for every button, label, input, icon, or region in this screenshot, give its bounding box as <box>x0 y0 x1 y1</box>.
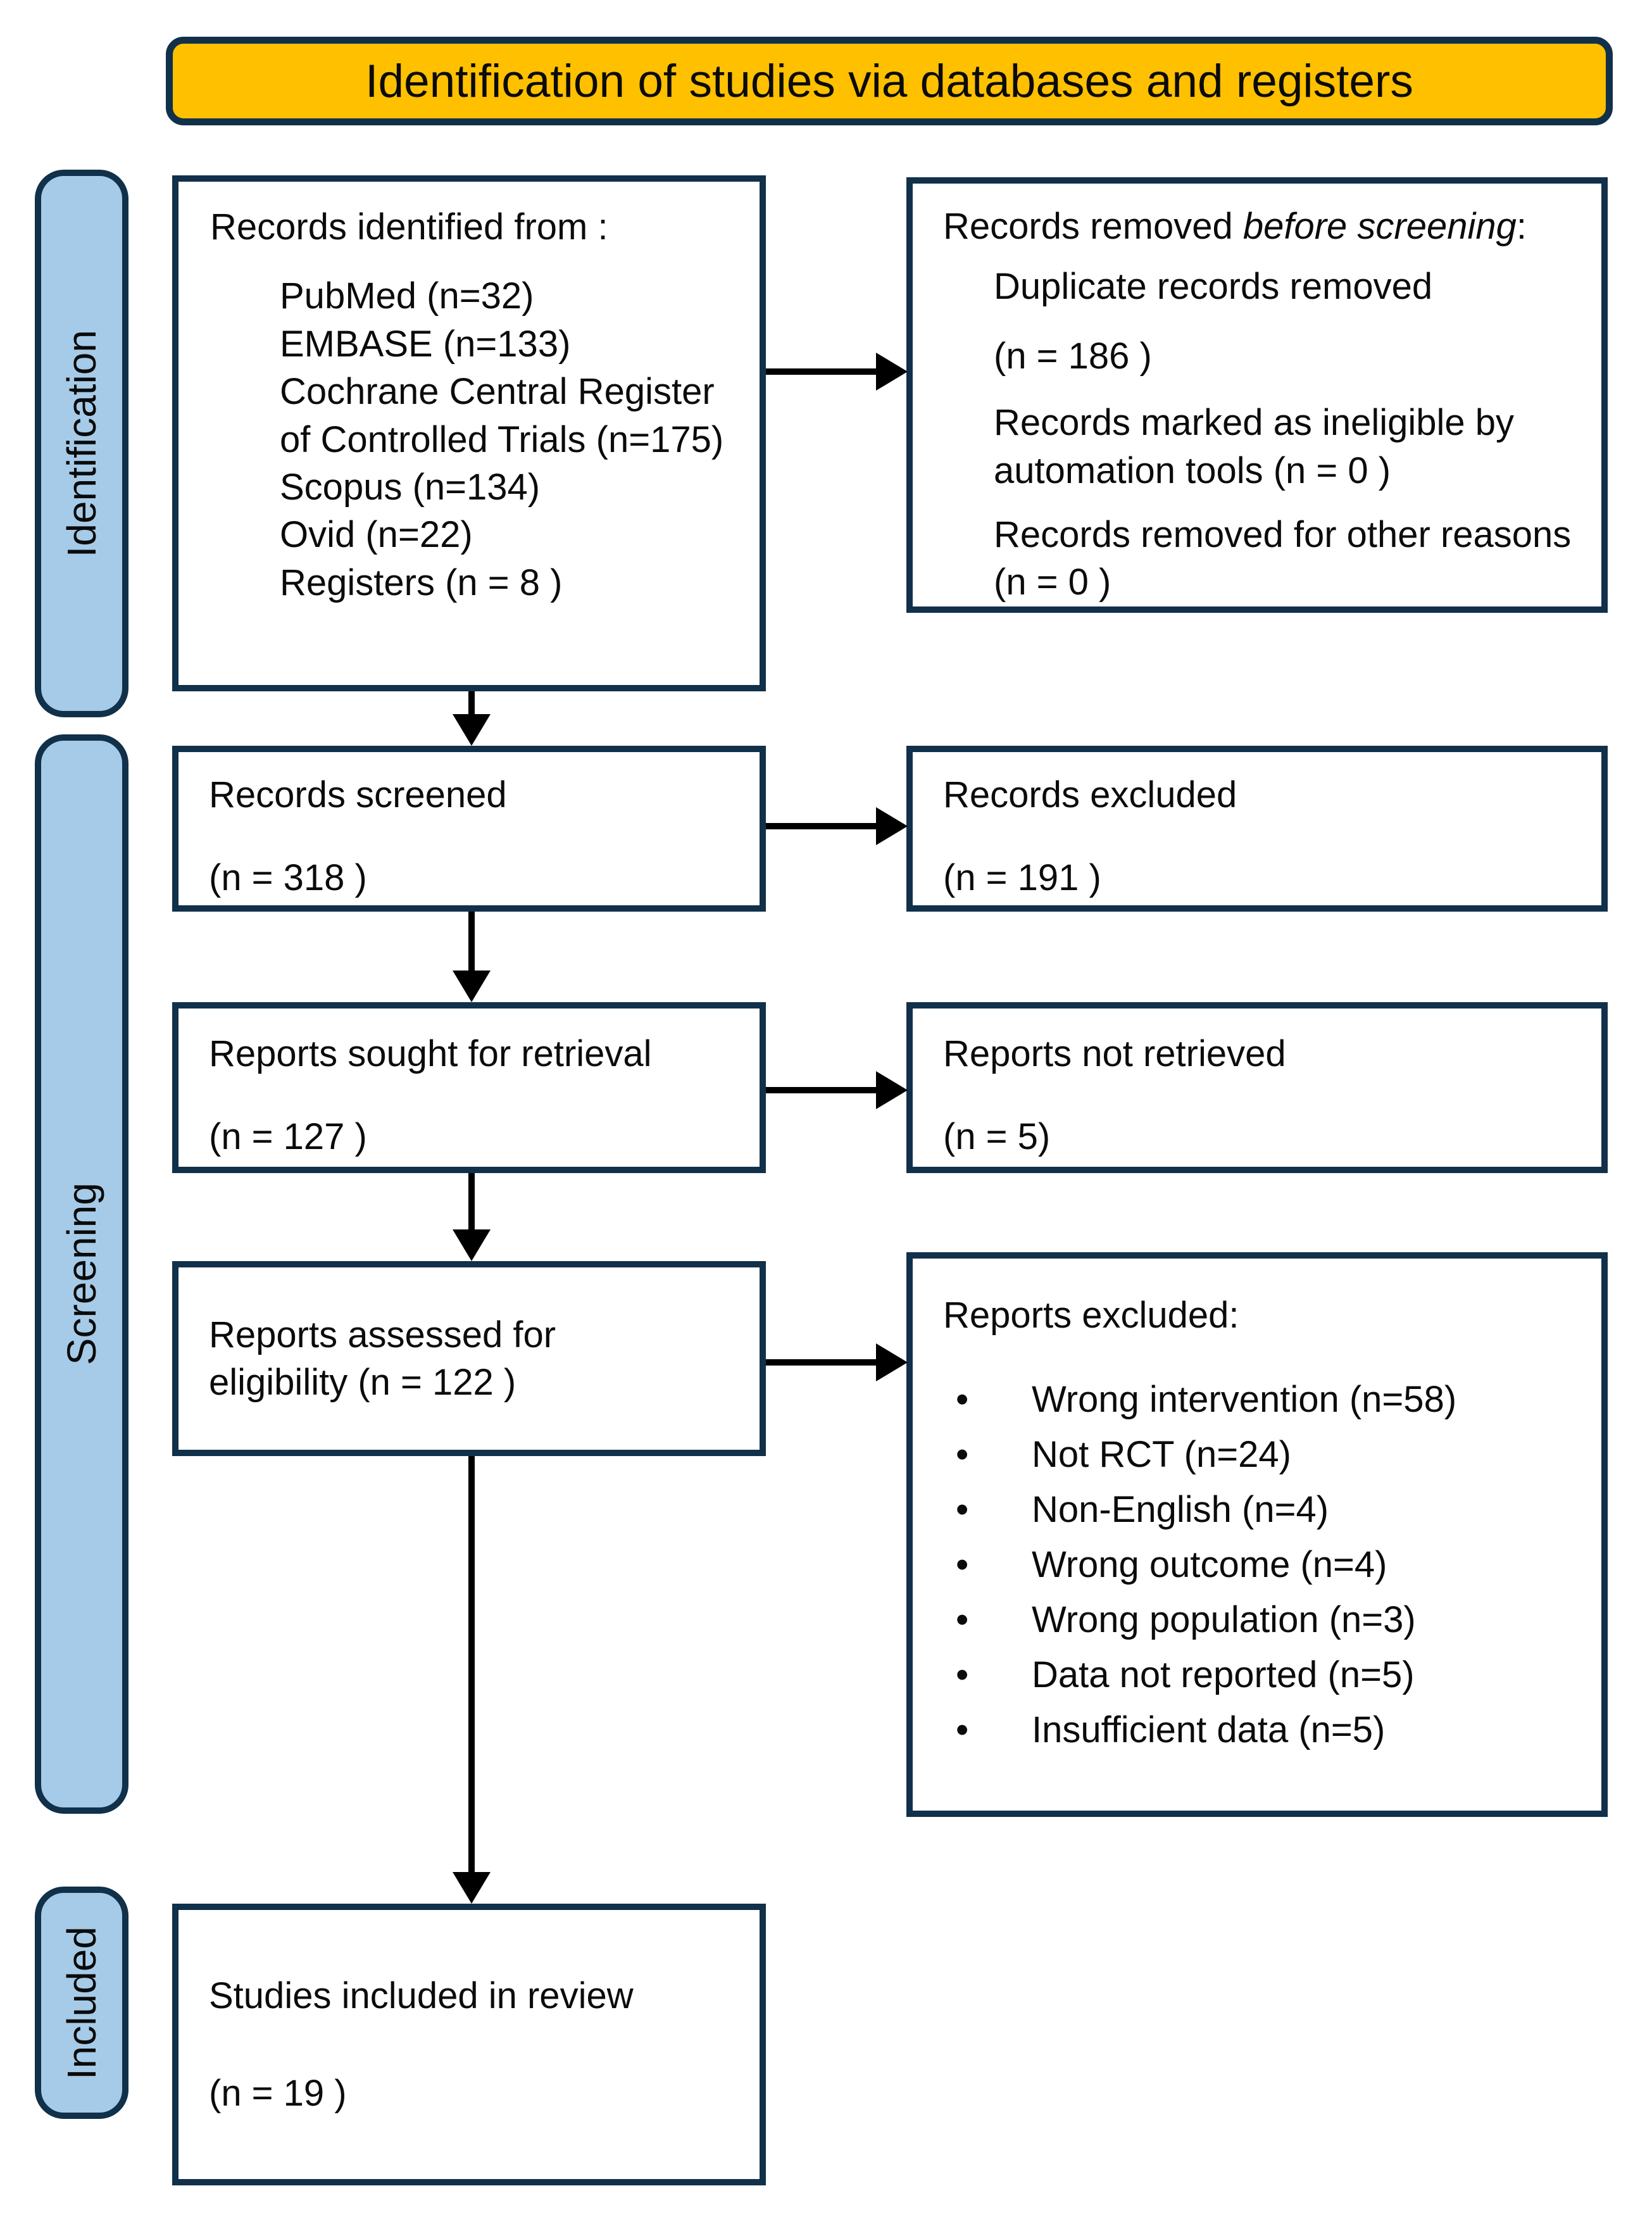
ineligible-automation-label: Records marked as ineligible by automati… <box>994 402 1515 491</box>
duplicates-removed-count: (n = 186 ) <box>994 335 1152 377</box>
excluded-reason-label: Insufficient data (n=5) <box>1032 1709 1386 1751</box>
source-pubmed: PubMed (n=32) <box>280 275 534 317</box>
stage-band-screening: Screening <box>35 734 128 1814</box>
excluded-reason-insufficient-data: • Insufficient data (n=5) <box>943 1702 1585 1757</box>
bullet-icon: • <box>956 1489 969 1531</box>
box-studies-included: Studies included in review (n = 19 ) <box>172 1904 766 2185</box>
reports-excluded-title: Reports excluded: <box>943 1295 1239 1336</box>
bullet-icon: • <box>956 1709 969 1751</box>
excluded-reason-wrong-population: • Wrong population (n=3) <box>943 1592 1585 1647</box>
excluded-reason-label: Non-English (n=4) <box>1032 1489 1329 1531</box>
records-removed-title-colon: : <box>1516 206 1527 247</box>
stage-label-included: Included <box>59 1926 104 2080</box>
box-records-screened: Records screened (n = 318 ) <box>172 746 766 912</box>
stage-band-identification: Identification <box>35 170 128 717</box>
bullet-icon: • <box>956 1599 969 1641</box>
records-identified-title: Records identified from : <box>210 206 608 248</box>
records-screened-count: (n = 318 ) <box>209 857 367 899</box>
stage-band-included: Included <box>35 1887 128 2119</box>
excluded-reason-non-english: • Non-English (n=4) <box>943 1482 1585 1537</box>
reports-not-retrieved-label: Reports not retrieved <box>943 1033 1286 1074</box>
source-ovid: Ovid (n=22) <box>280 514 473 556</box>
removed-other-reasons-label: Records removed for other reasons (n = 0… <box>994 513 1572 603</box>
bullet-icon: • <box>956 1379 969 1421</box>
reports-not-retrieved-count: (n = 5) <box>943 1116 1051 1158</box>
reports-assessed-label: Reports assessed for eligibility (n = 12… <box>209 1314 556 1403</box>
excluded-reason-label: Wrong outcome (n=4) <box>1032 1544 1387 1586</box>
stage-label-identification: Identification <box>59 329 104 558</box>
excluded-reason-label: Wrong intervention (n=58) <box>1032 1379 1457 1421</box>
box-reports-sought: Reports sought for retrieval (n = 127 ) <box>172 1002 766 1173</box>
reports-excluded-list: • Wrong intervention (n=58) • Not RCT (n… <box>943 1372 1585 1757</box>
studies-included-count: (n = 19 ) <box>209 2072 347 2114</box>
records-removed-list: Duplicate records removed (n = 186 ) Rec… <box>943 263 1585 606</box>
source-scopus: Scopus (n=134) <box>280 466 541 508</box>
box-records-excluded: Records excluded (n = 191 ) <box>906 746 1608 912</box>
records-identified-list: PubMed (n=32) EMBASE (n=133) Cochrane Ce… <box>210 272 742 606</box>
bullet-icon: • <box>956 1434 969 1476</box>
excluded-reason-wrong-intervention: • Wrong intervention (n=58) <box>943 1372 1585 1427</box>
excluded-reason-data-not-reported: • Data not reported (n=5) <box>943 1647 1585 1702</box>
excluded-reason-label: Data not reported (n=5) <box>1032 1654 1415 1696</box>
records-excluded-label: Records excluded <box>943 774 1237 815</box>
box-records-removed: Records removed before screening: Duplic… <box>906 177 1608 613</box>
bullet-icon: • <box>956 1544 969 1586</box>
source-embase: EMBASE (n=133) <box>280 323 571 365</box>
source-registers: Registers (n = 8 ) <box>280 562 563 603</box>
records-removed-title: Records removed before screening: <box>943 203 1585 250</box>
excluded-reason-wrong-outcome: • Wrong outcome (n=4) <box>943 1537 1585 1592</box>
excluded-reason-not-rct: • Not RCT (n=24) <box>943 1427 1585 1482</box>
duplicates-removed-label: Duplicate records removed <box>994 266 1433 308</box>
records-removed-title-italic: before screening <box>1242 206 1517 247</box>
excluded-reason-label: Not RCT (n=24) <box>1032 1434 1291 1476</box>
header-banner: Identification of studies via databases … <box>166 37 1613 125</box>
records-excluded-count: (n = 191 ) <box>943 857 1101 899</box>
box-reports-not-retrieved: Reports not retrieved (n = 5) <box>906 1002 1608 1173</box>
box-reports-excluded: Reports excluded: • Wrong intervention (… <box>906 1252 1608 1817</box>
box-reports-assessed: Reports assessed for eligibility (n = 12… <box>172 1261 766 1456</box>
reports-sought-label: Reports sought for retrieval <box>209 1033 652 1074</box>
bullet-icon: • <box>956 1654 969 1696</box>
studies-included-label: Studies included in review <box>209 1975 634 2017</box>
stage-label-screening: Screening <box>59 1183 104 1366</box>
records-screened-label: Records screened <box>209 774 507 815</box>
box-records-identified: Records identified from : PubMed (n=32) … <box>172 175 766 691</box>
header-title: Identification of studies via databases … <box>365 55 1413 107</box>
excluded-reason-label: Wrong population (n=3) <box>1032 1599 1416 1641</box>
records-removed-title-regular: Records removed <box>943 206 1243 247</box>
source-cochrane: Cochrane Central Register of Controlled … <box>280 371 724 460</box>
reports-sought-count: (n = 127 ) <box>209 1116 367 1158</box>
